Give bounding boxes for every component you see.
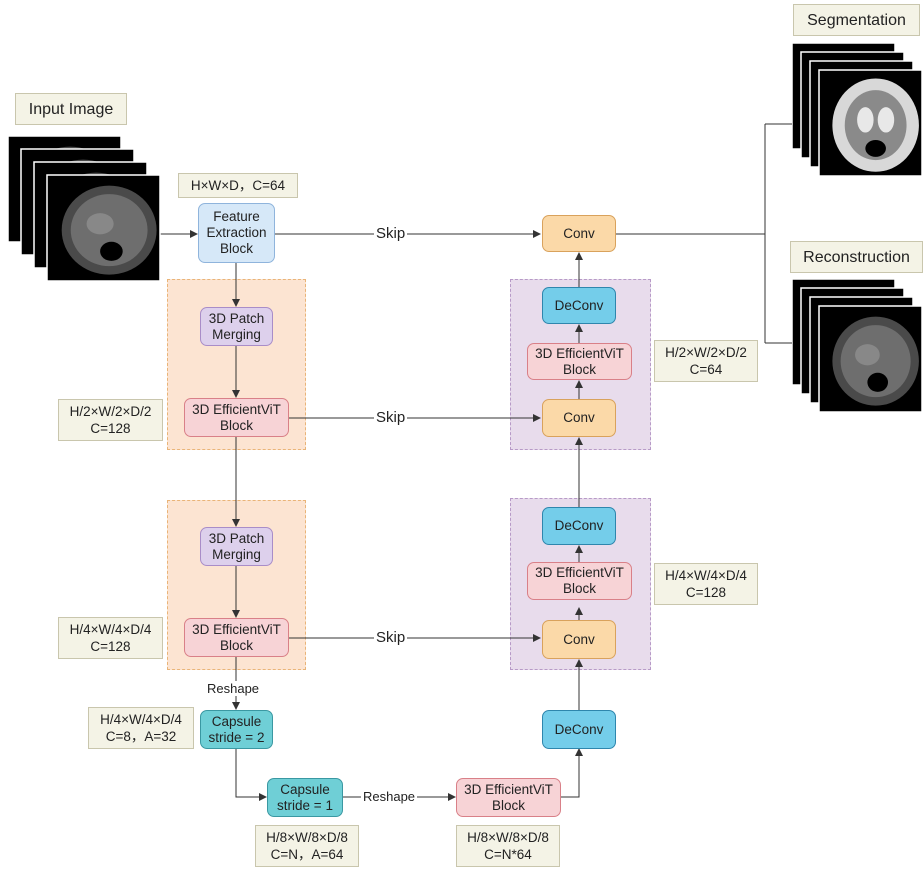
efficientvit-decoder-block-2: 3D EfficientViT Block bbox=[527, 562, 632, 600]
skip-label-top: Skip bbox=[374, 225, 408, 242]
segmentation-label: Segmentation bbox=[793, 4, 920, 36]
skip-label-bottom: Skip bbox=[374, 629, 408, 646]
deconv-block-bottom: DeConv bbox=[542, 710, 616, 749]
efficientvit-decoder-block-1: 3D EfficientViT Block bbox=[527, 343, 632, 380]
shape-note-bottleneck: H/8×W/8×D/8 C=N*64 bbox=[456, 825, 560, 867]
reconstruction-output-stack-image bbox=[792, 279, 923, 413]
skip-label-middle: Skip bbox=[374, 409, 408, 426]
deconv-block-2: DeConv bbox=[542, 507, 616, 545]
capsule-block-stride-1: Capsule stride = 1 bbox=[267, 778, 343, 817]
efficientvit-encoder-block-1: 3D EfficientViT Block bbox=[184, 398, 289, 437]
reshape-label-encoder: Reshape bbox=[205, 681, 262, 696]
capsule-block-stride-2: Capsule stride = 2 bbox=[200, 710, 273, 749]
efficientvit-bottleneck-block: 3D EfficientViT Block bbox=[456, 778, 561, 817]
reshape-label-bottom: Reshape bbox=[361, 789, 418, 804]
feature-extraction-block: Feature Extraction Block bbox=[198, 203, 275, 263]
input-image-label: Input Image bbox=[15, 93, 127, 125]
conv-block-3: Conv bbox=[542, 620, 616, 659]
efficientvit-encoder-block-2: 3D EfficientViT Block bbox=[184, 618, 289, 657]
segmentation-output-stack-image bbox=[792, 43, 923, 177]
patch-merging-block-2: 3D Patch Merging bbox=[200, 527, 273, 566]
shape-note-decoder-1: H/2×W/2×D/2 C=64 bbox=[654, 340, 758, 382]
patch-merging-block-1: 3D Patch Merging bbox=[200, 307, 273, 346]
shape-note-feature-extraction: H×W×D，C=64 bbox=[178, 173, 298, 198]
conv-block-top: Conv bbox=[542, 215, 616, 252]
reconstruction-label: Reconstruction bbox=[790, 241, 923, 273]
shape-note-encoder-1: H/2×W/2×D/2 C=128 bbox=[58, 399, 163, 441]
conv-block-2: Conv bbox=[542, 399, 616, 437]
shape-note-capsule-1: H/4×W/4×D/4 C=8，A=32 bbox=[88, 707, 194, 749]
input-mri-stack-image bbox=[8, 136, 161, 282]
shape-note-capsule-2: H/8×W/8×D/8 C=N，A=64 bbox=[255, 825, 359, 867]
deconv-block-1: DeConv bbox=[542, 287, 616, 324]
shape-note-encoder-2: H/4×W/4×D/4 C=128 bbox=[58, 617, 163, 659]
shape-note-decoder-2: H/4×W/4×D/4 C=128 bbox=[654, 563, 758, 605]
